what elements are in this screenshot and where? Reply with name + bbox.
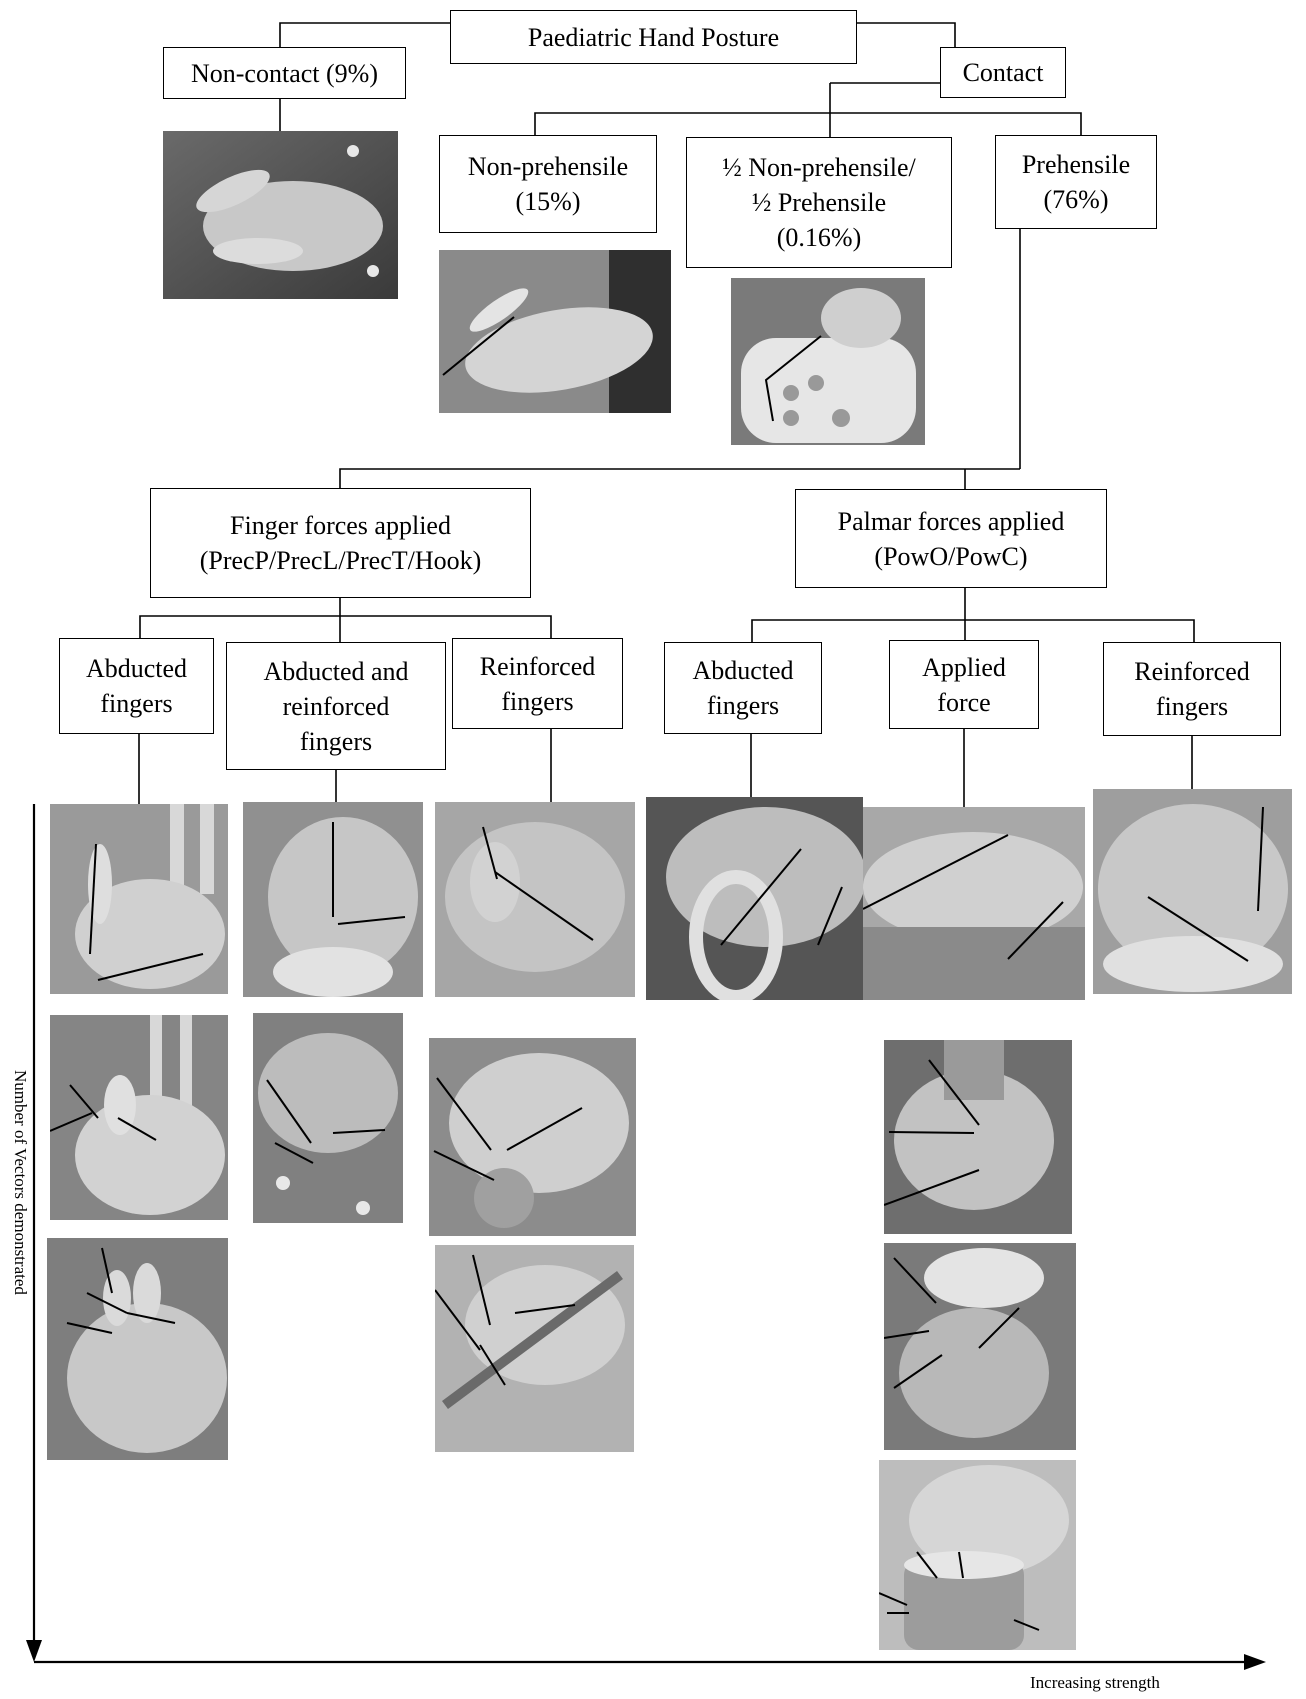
photo-palmar-applied-3 xyxy=(884,1243,1076,1450)
finger-reinforced-box: Reinforced fingers xyxy=(452,638,623,729)
half-prehensile-line1: ½ Non-prehensile/ xyxy=(722,153,916,182)
non-contact-label: Non-contact (9%) xyxy=(191,58,378,88)
finger-reinforced-line2: fingers xyxy=(501,686,574,716)
palmar-abducted-box: Abducted fingers xyxy=(664,642,822,734)
contact-label: Contact xyxy=(962,58,1044,87)
y-axis-label: Number of Vectors demonstrated xyxy=(11,1070,30,1295)
finger-forces-line2: (PrecP/PrecL/PrecT/Hook) xyxy=(199,546,482,575)
photo-finger-reinforced-2 xyxy=(429,1038,636,1236)
palmar-abducted-line2: fingers xyxy=(706,691,780,720)
photo-finger-abducted-3 xyxy=(47,1238,228,1460)
palmar-forces-line2: (PowO/PowC) xyxy=(874,541,1028,571)
photo-finger-reinforced-1 xyxy=(435,802,635,997)
prehensile-box: Prehensile (76%) xyxy=(995,135,1157,229)
palmar-reinforced-box: Reinforced fingers xyxy=(1103,642,1281,736)
palmar-applied-line2: force xyxy=(937,687,991,717)
prehensile-line1: Prehensile xyxy=(1021,150,1131,179)
finger-abducted-reinforced-box: Abducted and reinforced fingers xyxy=(226,642,446,770)
photo-finger-abducted-reinforced-1 xyxy=(243,802,423,997)
root-label: Paediatric Hand Posture xyxy=(527,22,780,52)
half-prehensile-line3: (0.16%) xyxy=(776,223,862,252)
palmar-forces-box: Palmar forces applied (PowO/PowC) xyxy=(795,489,1107,588)
y-axis-arrow xyxy=(26,1640,42,1662)
palmar-abducted-line1: Abducted xyxy=(692,656,794,685)
photo-palmar-applied-1 xyxy=(863,807,1085,1000)
photo-palmar-reinforced-1 xyxy=(1093,789,1292,994)
x-axis-label: Increasing strength xyxy=(1030,1673,1160,1692)
photo-palmar-abducted-1 xyxy=(646,797,863,1000)
palmar-forces-line1: Palmar forces applied xyxy=(837,506,1065,536)
palmar-applied-line1: Applied xyxy=(922,652,1006,682)
non-prehensile-box: Non-prehensile (15%) xyxy=(439,135,657,233)
photo-finger-abducted-1 xyxy=(50,804,228,994)
palmar-applied-box: Applied force xyxy=(889,640,1039,729)
non-contact-box: Non-contact (9%) xyxy=(163,47,406,99)
root-box: Paediatric Hand Posture xyxy=(450,10,857,64)
palmar-reinforced-line2: fingers xyxy=(1155,692,1229,721)
photo-palmar-applied-4 xyxy=(879,1460,1076,1650)
photo-non-prehensile xyxy=(439,250,671,413)
prehensile-line2: (76%) xyxy=(1043,185,1109,214)
finger-forces-box: Finger forces applied (PrecP/PrecL/PrecT… xyxy=(150,488,531,598)
finger-abducted-reinforced-line3: fingers xyxy=(299,726,373,756)
palmar-reinforced-line1: Reinforced xyxy=(1134,657,1250,686)
half-prehensile-line2: ½ Prehensile xyxy=(751,188,887,217)
non-prehensile-line2: (15%) xyxy=(515,187,581,216)
finger-abducted-reinforced-line1: Abducted and xyxy=(263,656,409,686)
photo-finger-abducted-2 xyxy=(50,1015,228,1220)
x-axis-arrow xyxy=(1244,1654,1266,1670)
finger-abducted-box: Abducted fingers xyxy=(59,638,214,734)
finger-abducted-line1: Abducted xyxy=(85,654,188,683)
photo-half-prehensile xyxy=(731,278,925,445)
half-prehensile-box: ½ Non-prehensile/ ½ Prehensile (0.16%) xyxy=(686,137,952,268)
finger-abducted-line2: fingers xyxy=(100,689,173,718)
finger-reinforced-line1: Reinforced xyxy=(479,651,596,681)
photo-palmar-applied-2 xyxy=(884,1040,1072,1234)
contact-box: Contact xyxy=(940,47,1066,98)
finger-abducted-reinforced-line2: reinforced xyxy=(282,691,390,721)
photo-finger-reinforced-3 xyxy=(435,1245,634,1452)
non-prehensile-line1: Non-prehensile xyxy=(467,152,629,181)
finger-forces-line1: Finger forces applied xyxy=(230,511,451,540)
photo-finger-abducted-reinforced-2 xyxy=(253,1013,403,1223)
photo-non-contact xyxy=(163,131,398,299)
